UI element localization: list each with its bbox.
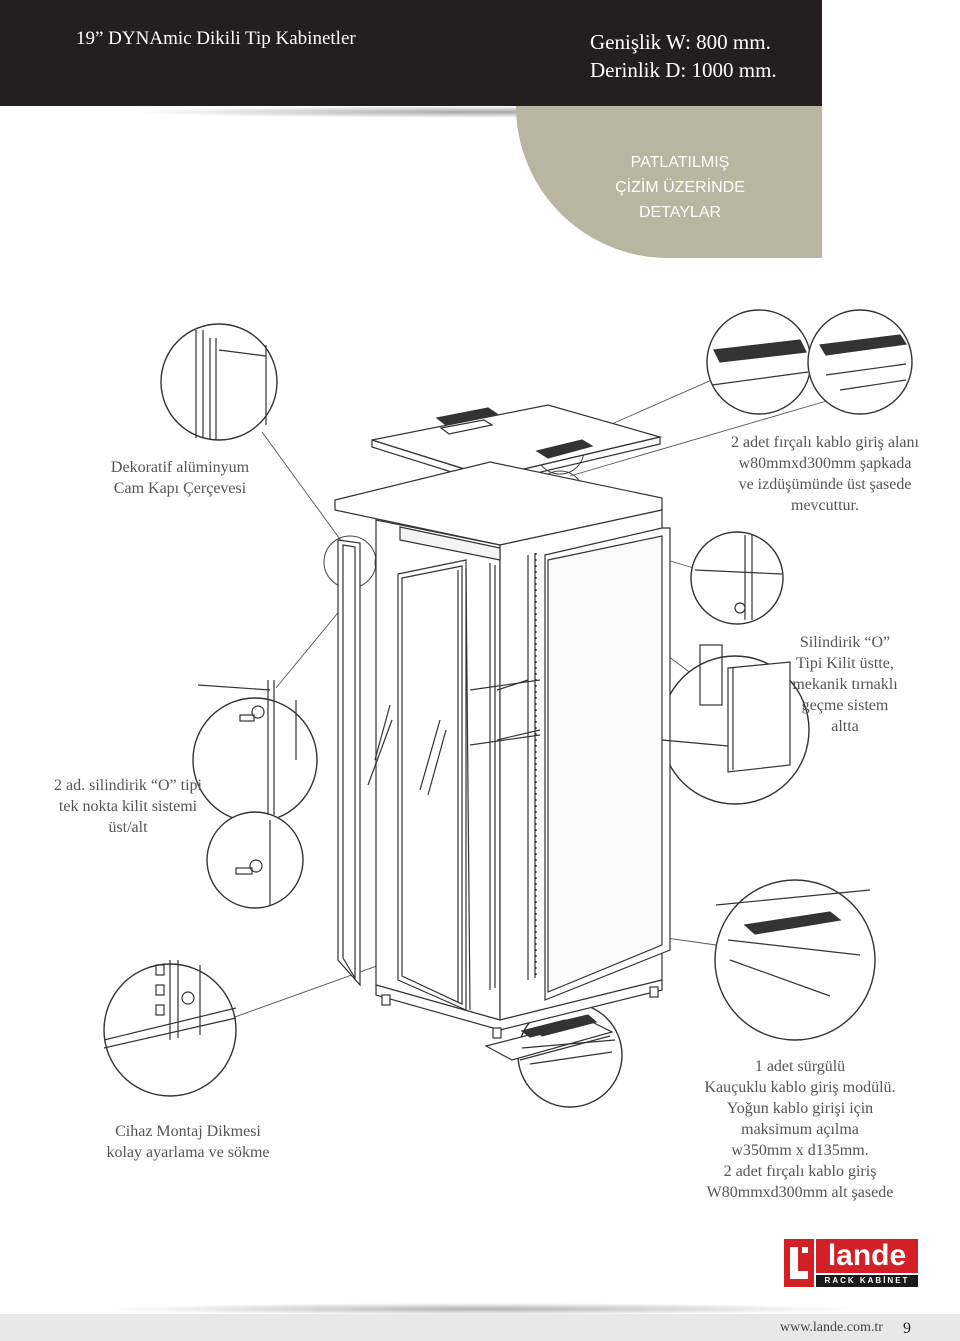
caption-line: mekanik tırnaklı	[792, 676, 898, 693]
lock-top-detail	[694, 535, 783, 620]
detail-lock-top	[690, 531, 784, 625]
caption-line: Cam Kapı Çerçevesi	[113, 480, 247, 497]
logo-subtitle: RACK KABİNET	[816, 1275, 918, 1287]
caption-line: Kauçuklu kablo giriş modülü.	[704, 1079, 896, 1096]
cabinet-body	[334, 461, 671, 1039]
caption-line: geçme sistem	[801, 697, 889, 714]
badge-text: PATLATILMIŞ ÇİZİM ÜZERİNDE DETAYLAR	[580, 150, 780, 225]
lock-front-detail	[197, 680, 297, 905]
detail-cable-bottom	[714, 879, 876, 1041]
lande-logo: lande RACK KABİNET	[784, 1239, 918, 1287]
page-number: 9	[903, 1320, 911, 1337]
caption-line: kolay ayarlama ve sökme	[106, 1144, 270, 1161]
detail-cable-top-b	[807, 309, 913, 415]
badge-line: PATLATILMIŞ	[630, 154, 730, 171]
caption-line: tek nokta kilit sistemi	[58, 798, 198, 815]
caption-line: w350mm x d135mm.	[731, 1142, 869, 1159]
caption-cable-entry-top: 2 adet fırçalı kablo giriş alanı w80mmxd…	[710, 432, 940, 516]
width-spec: Genişlik W: 800 mm.	[590, 30, 771, 54]
caption-line: 2 ad. silindirik “O” tipi	[54, 777, 202, 794]
caption-door-frame: Dekoratif alüminyum Cam Kapı Çerçevesi	[95, 457, 265, 499]
caption-line: 1 adet sürgülü	[754, 1058, 846, 1075]
roof-plate	[371, 404, 663, 485]
logo-word: lande	[816, 1239, 918, 1273]
caption-line: Cihaz Montaj Dikmesi	[115, 1123, 261, 1140]
footer-shadow	[100, 1303, 860, 1315]
door-frame-detail	[195, 330, 267, 440]
footer-url: www.lande.com.tr	[780, 1320, 883, 1335]
cable-slide-detail	[521, 1014, 616, 1065]
caption-line: Tipi Kilit üstte,	[796, 655, 894, 672]
caption-line: 2 adet fırçalı kablo giriş	[723, 1163, 877, 1180]
caption-line: W80mmxd300mm alt şasede	[706, 1184, 894, 1201]
header-bar: 19” DYNAmic Dikili Tip Kabinetler Genişl…	[0, 0, 822, 106]
depth-spec: Derinlik D: 1000 mm.	[590, 58, 777, 82]
caption-line: mevcuttur.	[791, 497, 859, 514]
caption-line: Silindirik “O”	[799, 634, 891, 651]
caption-line: ve izdüşümünde üst şasede	[738, 476, 912, 493]
dimension-spec: Genişlik W: 800 mm. Derinlik D: 1000 mm.	[590, 28, 777, 84]
caption-line: maksimum açılma	[741, 1121, 859, 1138]
mounting-detail	[103, 960, 237, 1049]
caption-line: w80mmxd300mm şapkada	[738, 455, 912, 472]
page-title: 19” DYNAmic Dikili Tip Kabinetler	[76, 28, 356, 49]
lock-side-detail	[661, 644, 791, 773]
caption-line: altta	[831, 718, 859, 735]
caption-lock-front: 2 ad. silindirik “O” tipi tek nokta kili…	[38, 775, 218, 838]
cable-bottom-detail	[715, 889, 871, 997]
caption-mounting: Cihaz Montaj Dikmesi kolay ayarlama ve s…	[88, 1121, 288, 1163]
caption-line: Yoğun kablo girişi için	[726, 1100, 874, 1117]
badge-line: ÇİZİM ÜZERİNDE	[615, 179, 745, 196]
footer-bar	[0, 1314, 960, 1341]
caption-line: 2 adet fırçalı kablo giriş alanı	[731, 434, 919, 451]
detail-door-frame	[160, 323, 278, 441]
cable-top-detail	[711, 334, 908, 391]
caption-lock-side: Silindirik “O” Tipi Kilit üstte, mekanik…	[770, 632, 920, 737]
logo-mark	[784, 1239, 814, 1287]
caption-cable-entry-bottom: 1 adet sürgülü Kauçuklu kablo giriş modü…	[680, 1056, 920, 1203]
badge-line: DETAYLAR	[638, 204, 722, 221]
caption-line: üst/alt	[108, 819, 148, 836]
caption-line: Dekoratif alüminyum	[110, 459, 250, 476]
